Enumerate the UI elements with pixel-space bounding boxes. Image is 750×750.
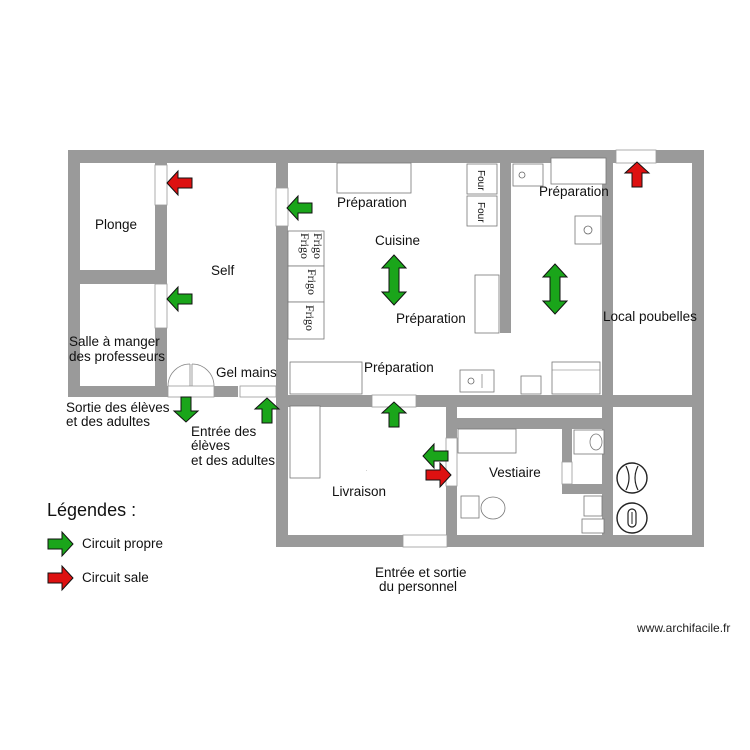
vestiaire-desk (460, 495, 480, 519)
equipment-1 (520, 375, 542, 395)
walls (68, 150, 704, 547)
label-entree-line1: Entrée des (191, 424, 257, 439)
bin-1 (616, 462, 648, 494)
arrow-clean-salle (166, 286, 193, 312)
room-label-local-poubelles: Local poubelles (603, 309, 697, 324)
arrow-clean-vestiaire (422, 443, 449, 469)
vestiaire-bench (457, 428, 517, 454)
fridge-3 (287, 301, 325, 340)
fridge-1 (287, 230, 325, 267)
vestiaire-cabinet (583, 495, 603, 517)
label-sortie-line1: Sortie des élèves (66, 400, 170, 415)
label-entree-line2: élèves (191, 438, 230, 453)
watermark: www.archifacile.fr (636, 621, 730, 635)
sink-bottom (459, 369, 495, 393)
arrow-clean-cuisine-door (286, 195, 313, 221)
room-label-livraison: Livraison (332, 484, 386, 499)
vestiaire-chair (480, 496, 506, 520)
prep-counter-top (336, 162, 412, 194)
fridge-2 (287, 265, 325, 303)
arrow-clean-entree (254, 397, 280, 424)
label-sortie-line2: et des adultes (66, 414, 150, 429)
label-gel-mains: Gel mains (216, 365, 277, 380)
prep-counter-right (550, 157, 607, 185)
livraison-counter (289, 405, 321, 479)
room-label-prep-bottom: Préparation (364, 360, 434, 375)
entrance-labels: Sortie des élèves et des adultes Entrée … (66, 400, 467, 594)
label-personnel-line1: Entrée et sortie (375, 565, 467, 580)
fixtures: Four Four Frigo Frigo Frigo Frigo · (287, 157, 648, 534)
room-label-plonge: Plonge (95, 217, 137, 232)
legend: Légendes : Circuit propre Circuit sale (47, 500, 163, 591)
room-label-vestiaire: Vestiaire (489, 465, 541, 480)
label-entree-line3: et des adultes (191, 453, 275, 468)
vestiaire-sink (581, 518, 605, 534)
room-labels: Plonge Self Salle à manger des professeu… (69, 184, 697, 499)
prep-counter-bottom (289, 361, 363, 395)
arrow-dirty-plonge (166, 170, 193, 196)
arrow-clean-prep-vertical (542, 263, 568, 315)
svg-text:·: · (366, 468, 367, 473)
room-label-cuisine: Cuisine (375, 233, 420, 248)
legend-dirty-icon (47, 565, 74, 591)
fridge-2-label: Frigo (305, 269, 319, 295)
arrow-dirty-local (624, 161, 650, 188)
legend-dirty-label: Circuit sale (82, 570, 149, 585)
room-label-prep-top: Préparation (337, 195, 407, 210)
legend-clean-icon (47, 531, 74, 557)
oven-2 (466, 195, 498, 227)
hand-sink (574, 215, 602, 245)
label-personnel-line2: du personnel (379, 579, 457, 594)
sink-top (512, 163, 544, 187)
legend-title: Légendes : (47, 500, 136, 520)
legend-clean-label: Circuit propre (82, 536, 163, 551)
fridge-3-label: Frigo (303, 305, 317, 331)
room-label-salle-line2: des professeurs (69, 349, 165, 364)
oven-1 (466, 163, 498, 195)
prep-counter-center (474, 274, 500, 334)
doors (154, 149, 657, 548)
oven-1-label: Four (475, 170, 486, 191)
equipment-2 (551, 361, 601, 395)
room-label-prep-right: Préparation (539, 184, 609, 199)
room-label-self: Self (211, 263, 235, 278)
arrow-clean-sortie (173, 396, 199, 423)
oven-2-label: Four (475, 202, 486, 223)
arrow-clean-cuisine-vertical (381, 254, 407, 306)
fridge-1-label: Frigo (298, 233, 312, 259)
fridge-1b-label: Frigo (311, 233, 325, 259)
room-label-salle-line1: Salle à manger (69, 334, 160, 349)
room-label-prep-middle: Préparation (396, 311, 466, 326)
